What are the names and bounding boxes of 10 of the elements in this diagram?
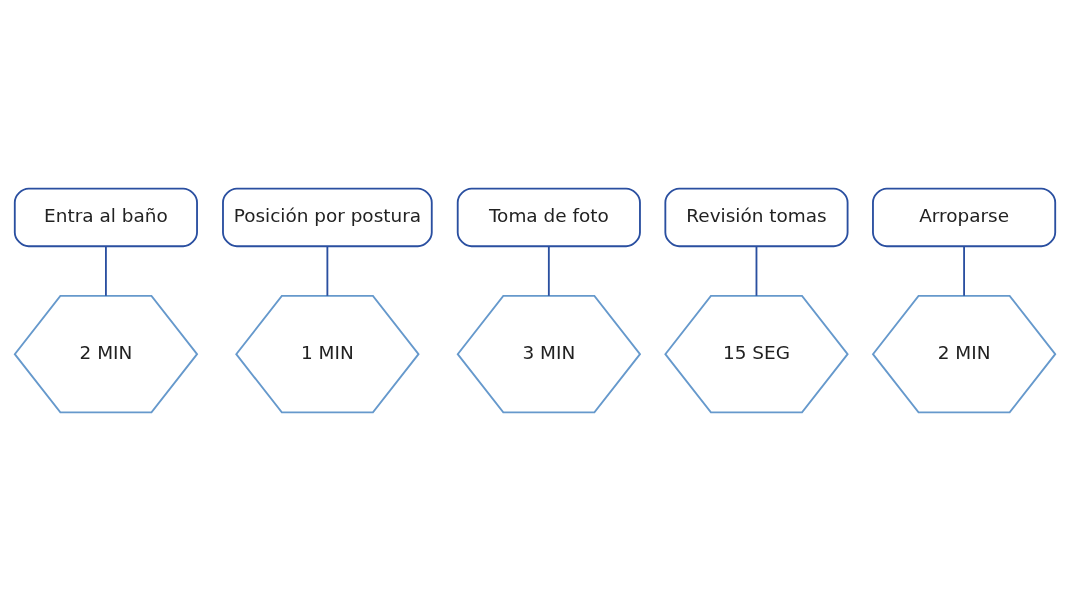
node-box: Entra al baño [13, 187, 198, 247]
node-box: Toma de foto [456, 187, 641, 247]
connector [755, 245, 758, 297]
node-box: Posición por postura [222, 187, 433, 247]
node-box: Arroparse [872, 187, 1057, 247]
connector [105, 245, 107, 297]
connector [547, 245, 550, 297]
connector [963, 245, 965, 297]
node-box: Revisión tomas [664, 187, 849, 247]
connector [326, 245, 329, 297]
